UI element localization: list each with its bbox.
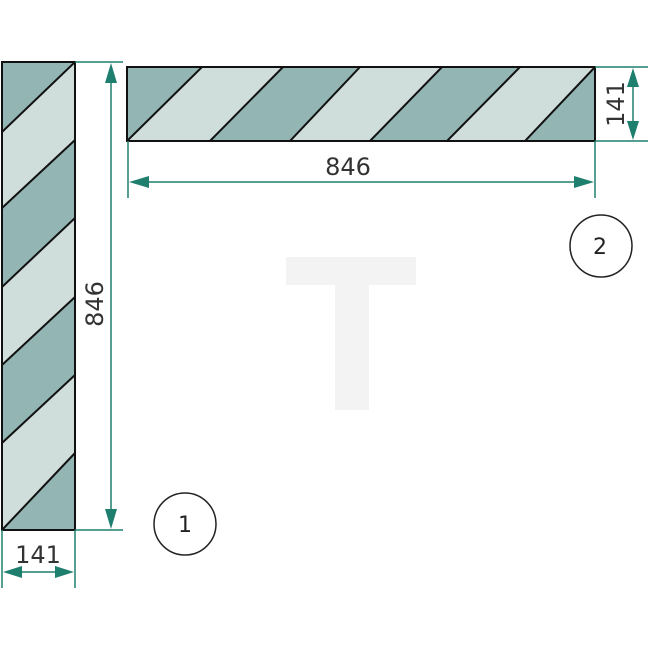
dimension-label-part-2-length: 846: [325, 153, 371, 181]
callout-part-2: 2: [569, 214, 633, 278]
dimension-label-part-2-width: 141: [602, 81, 630, 127]
callout-part-1: 1: [153, 492, 217, 556]
dimension-part-1-width: [1, 530, 76, 588]
svg-text:2: 2: [593, 235, 607, 260]
svg-text:1: 1: [178, 513, 192, 538]
watermark-t: [286, 257, 416, 410]
dimension-label-part-1-width: 141: [15, 541, 61, 569]
dimension-part-2-length: [127, 141, 596, 198]
dimension-part-1-length: [75, 61, 123, 531]
part-1-vertical-bar: [1, 61, 76, 531]
dimension-label-part-1-length: 846: [81, 281, 109, 327]
dimension-part-2-width: [595, 66, 648, 142]
part-2-horizontal-bar: [126, 66, 596, 142]
